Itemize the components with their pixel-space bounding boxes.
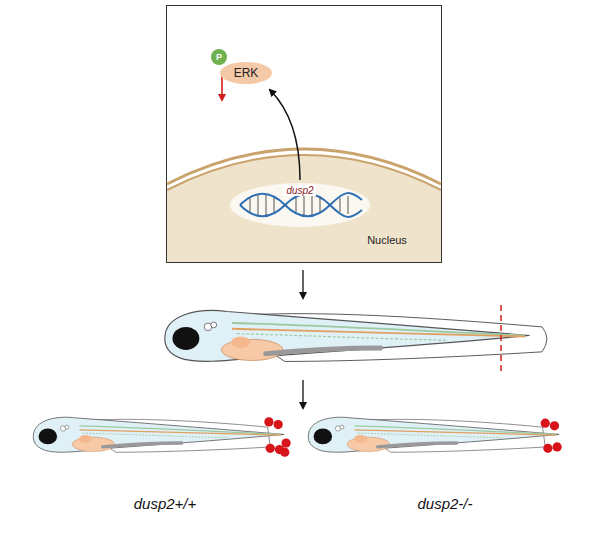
gene-label: dusp2 xyxy=(284,185,315,196)
phospho-circle: P xyxy=(211,49,227,65)
genotype-label: dusp2-/- xyxy=(417,495,472,512)
node-text: P xyxy=(216,52,222,62)
region-label: Nucleus xyxy=(367,234,407,246)
protein-ellipse: ERK xyxy=(220,62,272,84)
node-text: ERK xyxy=(234,66,259,80)
genotype-label: dusp2+/+ xyxy=(134,495,197,512)
